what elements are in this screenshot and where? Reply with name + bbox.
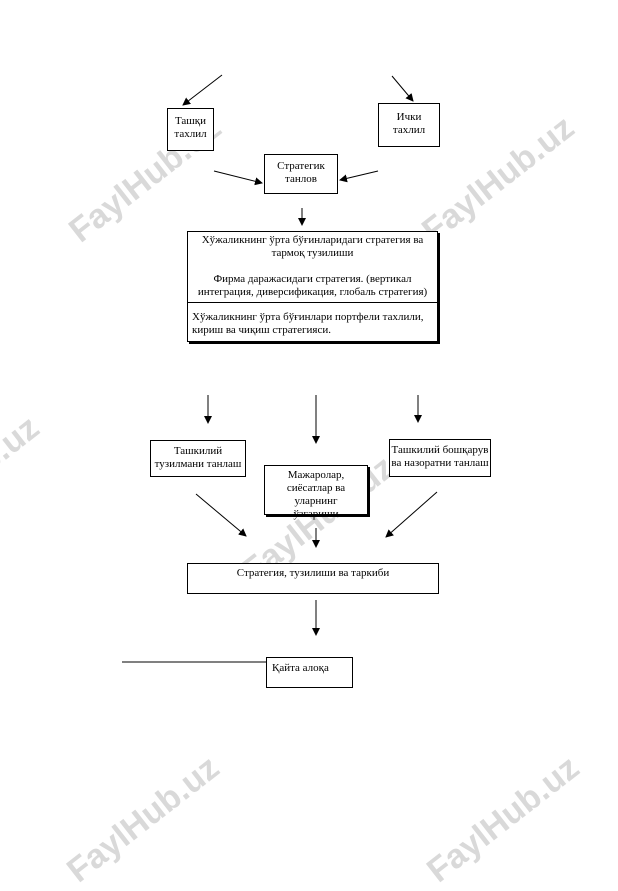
main-divider — [188, 302, 437, 303]
arrow-management-to-strategy — [385, 491, 438, 538]
strategic-choice-box: Стратегик танлов — [264, 154, 338, 194]
arrow-external-to-choice — [213, 170, 263, 186]
external-analysis-box: Ташқи тахлил — [167, 108, 214, 151]
management-box: Ташкилий бошқарув ва назоратни танлаш — [389, 439, 491, 477]
conflicts-box: Мажаролар, сиёсатлар ва уларнинг ўзгариш… — [264, 465, 368, 520]
arrow-into-external — [182, 74, 223, 106]
diagram-connectors — [122, 74, 438, 663]
arrow-into-internal — [391, 75, 414, 102]
main-line-3: Хўжаликнинг ўрта бўғинлари портфели тахл… — [192, 311, 424, 336]
strategy-structure-box: Стратегия, тузилиши ва таркиби — [187, 563, 439, 594]
strategy-main-box: Хўжаликнинг ўрта бўғинларидаги стратегия… — [187, 231, 438, 342]
arrow-org-to-strategy — [195, 493, 247, 537]
org-structure-box: Ташкилий тузилмани танлаш — [150, 440, 246, 477]
internal-analysis-box: Ички тахлил — [378, 103, 440, 147]
main-line-2: Фирма даражасидаги стратегия. (вертикал … — [197, 273, 428, 298]
feedback-box: Қайта алоқа — [266, 657, 353, 688]
arrow-internal-to-choice — [339, 170, 379, 183]
main-line-1: Хўжаликнинг ўрта бўғинларидаги стратегия… — [201, 234, 424, 259]
